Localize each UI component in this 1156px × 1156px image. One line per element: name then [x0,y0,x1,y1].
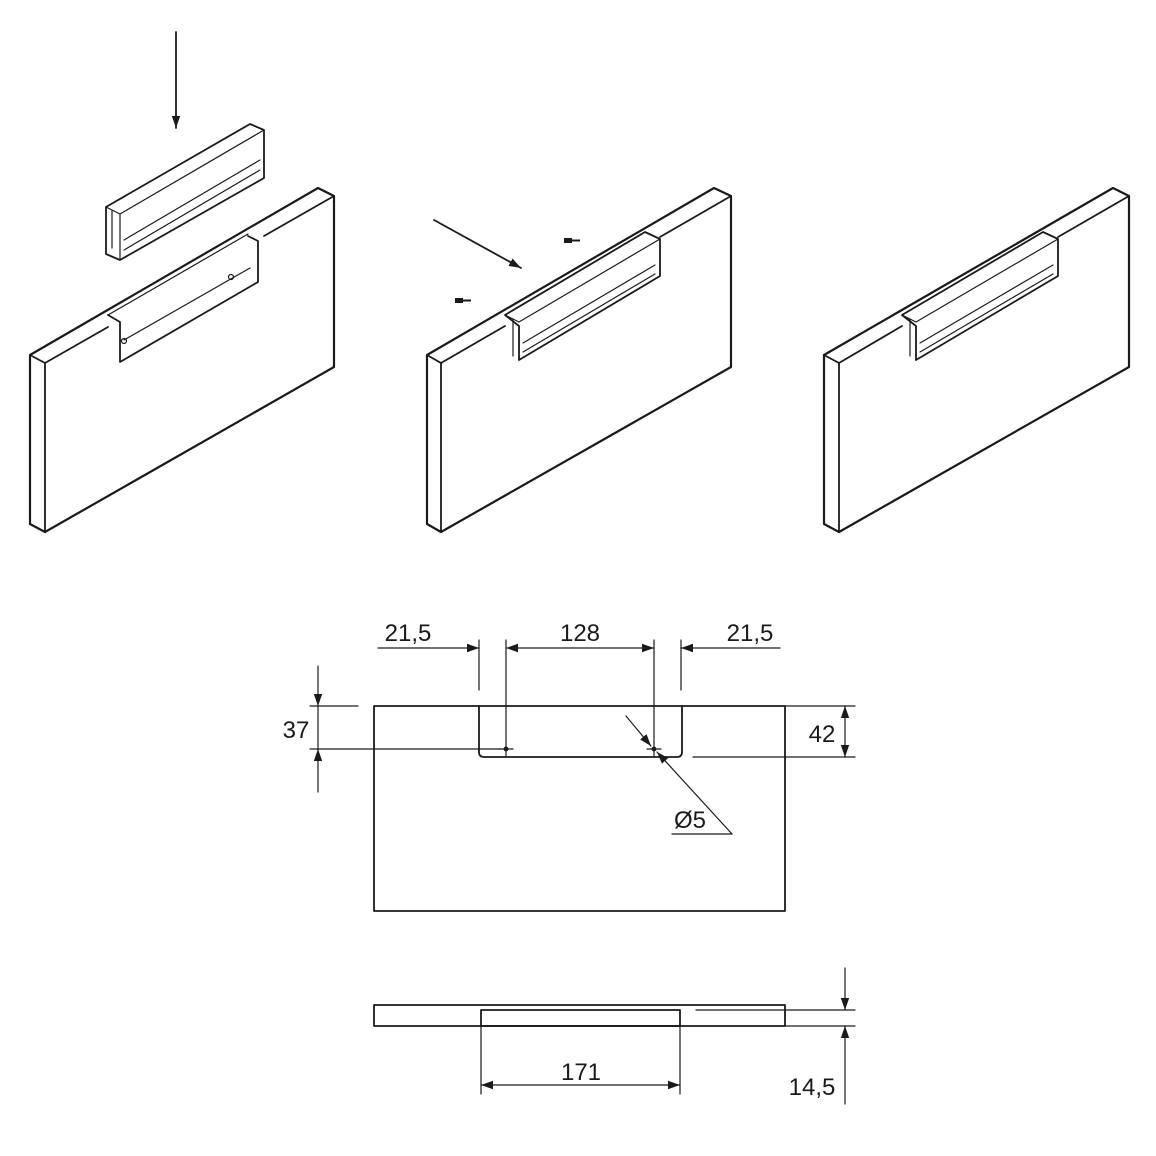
dim-depth-right: 42 [809,721,836,748]
dim-depth-left: 37 [283,717,310,744]
dim-left-offset: 21,5 [385,620,432,647]
top-view-drawing: 171 14,5 [373,967,856,1105]
panel-edge-outline [373,1004,786,1027]
screw-icon [455,298,471,303]
dim-hole-diameter: Ø5 [674,807,706,834]
cabinet-door-panel-1 [28,186,336,534]
dim-right-offset: 21,5 [727,620,774,647]
handle-cutout-outline [478,705,683,758]
handle-recess-outline [480,1009,681,1027]
step-3-finished [822,186,1131,534]
cabinet-door-panel-2 [425,186,733,534]
mounting-hole-left-icon [498,741,514,757]
dim-cutout-width: 171 [561,1059,601,1086]
panel-outline [373,705,786,912]
cabinet-door-panel-3 [822,186,1131,534]
mounting-hole-right-icon [646,741,662,757]
direction-arrow-icon [433,219,522,269]
dim-hole-spacing: 128 [560,620,600,647]
front-view-drawing: 21,5 128 21,5 37 42 Ø5 [283,620,856,912]
screw-icon [564,238,580,243]
handle-profile-loose [105,123,265,261]
screw-hole-icon [227,273,235,281]
screw-hole-icon [120,337,128,345]
dim-thickness: 14,5 [789,1074,836,1101]
step-2-fasten-screws [425,186,733,534]
step-1-insert-handle [28,31,336,534]
